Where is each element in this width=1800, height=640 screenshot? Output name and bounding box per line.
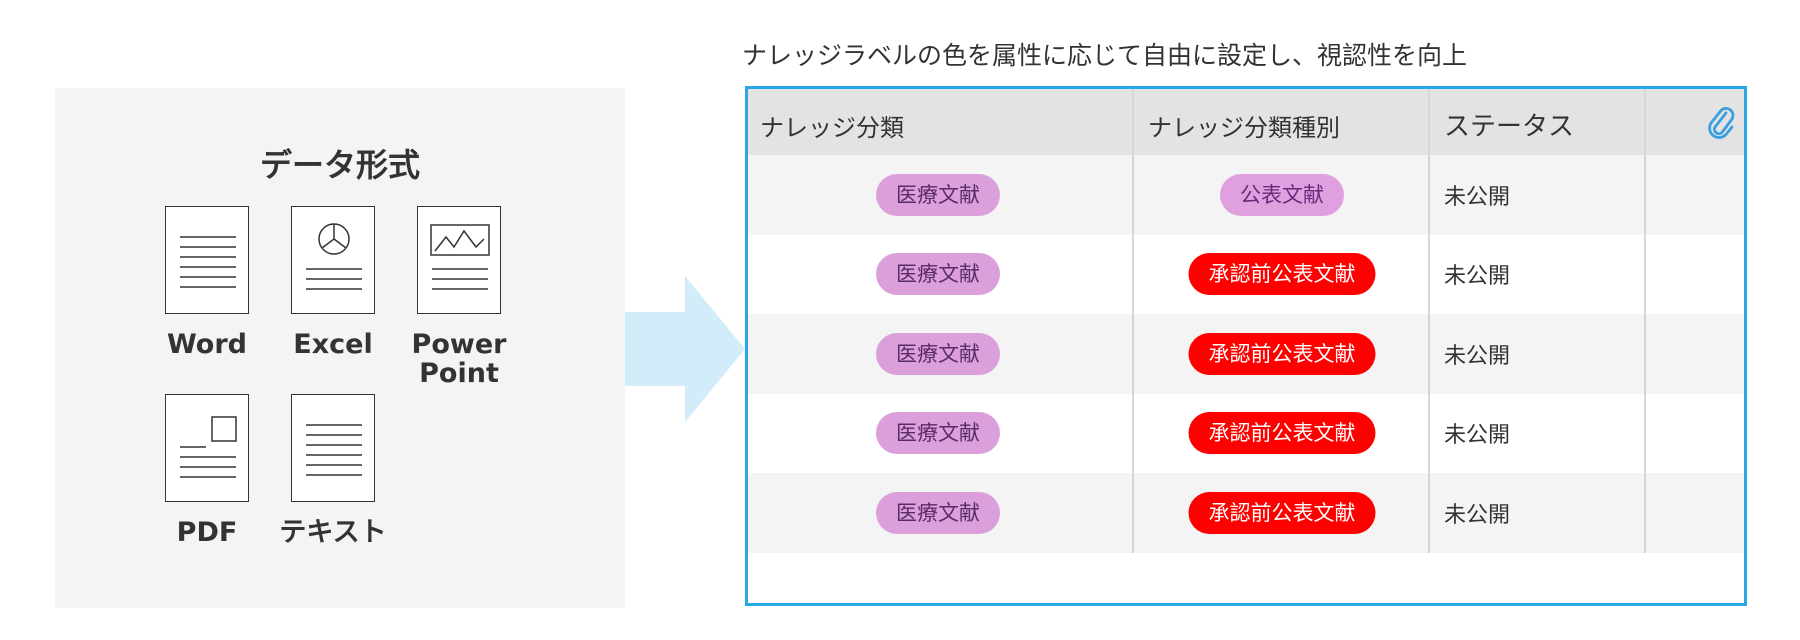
cell-category: 医療文献 — [748, 473, 1134, 553]
table-row[interactable]: 医療文献 承認前公表文献 未公開 — [748, 234, 1744, 315]
pdf-doc-icon — [165, 394, 249, 502]
category-badge[interactable]: 医療文献 — [876, 412, 1000, 455]
cell-status: 未公開 — [1430, 473, 1646, 553]
cell-category-type: 承認前公表文献 — [1134, 234, 1430, 314]
cell-status: 未公開 — [1430, 234, 1646, 314]
header-knowledge-category-type[interactable]: ナレッジ分類種別 — [1134, 89, 1430, 155]
caption-text: ナレッジラベルの色を属性に応じて自由に設定し、視認性を向上 — [742, 41, 1468, 70]
cell-category-type: 公表文献 — [1134, 155, 1430, 235]
powerpoint-label: Power Point — [389, 330, 529, 388]
header-status[interactable]: ステータス — [1430, 89, 1646, 155]
cell-status: 未公開 — [1430, 393, 1646, 473]
category-type-badge[interactable]: 公表文献 — [1220, 173, 1344, 216]
category-type-badge[interactable]: 承認前公表文献 — [1188, 253, 1376, 296]
status-text: 未公開 — [1444, 502, 1511, 528]
category-badge[interactable]: 医療文献 — [876, 173, 1000, 216]
cell-status: 未公開 — [1430, 314, 1646, 394]
knowledge-table: ナレッジ分類 ナレッジ分類種別 ステータス 医療文献公表文献未公開医療文献承認前… — [745, 86, 1747, 606]
table-row[interactable]: 医療文献 承認前公表文献 未公開 — [748, 473, 1744, 553]
category-badge[interactable]: 医療文献 — [876, 491, 1000, 534]
powerpoint-label-line1: Power — [411, 329, 507, 360]
pdf-label: PDF — [176, 517, 238, 548]
right-arrow-icon — [625, 276, 745, 422]
panel-title: データ形式 — [259, 146, 420, 184]
category-type-badge[interactable]: 承認前公表文献 — [1188, 412, 1376, 455]
header-attachment[interactable] — [1646, 89, 1744, 155]
cell-attachment[interactable] — [1646, 394, 1744, 474]
status-text: 未公開 — [1444, 423, 1511, 449]
cell-attachment[interactable] — [1646, 473, 1744, 553]
cell-attachment[interactable] — [1646, 235, 1744, 315]
status-text: 未公開 — [1444, 343, 1511, 369]
cell-category-type: 承認前公表文献 — [1134, 314, 1430, 394]
table-row[interactable]: 医療文献 承認前公表文献 未公開 — [748, 314, 1744, 394]
data-format-panel: データ形式 Word Excel — [55, 88, 625, 608]
powerpoint-label-line2: Point — [419, 358, 499, 389]
cell-category: 医療文献 — [748, 155, 1134, 235]
status-text: 未公開 — [1444, 264, 1511, 290]
category-type-badge[interactable]: 承認前公表文献 — [1188, 332, 1376, 375]
word-label: Word — [166, 329, 247, 360]
text-doc-icon — [291, 394, 375, 502]
excel-doc-icon — [291, 206, 375, 314]
cell-attachment[interactable] — [1646, 155, 1744, 235]
cell-category: 医療文献 — [748, 234, 1134, 314]
cell-status: 未公開 — [1430, 155, 1646, 235]
category-type-badge[interactable]: 承認前公表文献 — [1188, 491, 1376, 534]
header-knowledge-category[interactable]: ナレッジ分類 — [748, 89, 1134, 155]
text-label: テキスト — [279, 517, 387, 548]
category-badge[interactable]: 医療文献 — [876, 332, 1000, 375]
table-row[interactable]: 医療文献 承認前公表文献 未公開 — [748, 393, 1744, 474]
cell-category-type: 承認前公表文献 — [1134, 393, 1430, 473]
powerpoint-doc-icon — [417, 206, 501, 314]
cell-category: 医療文献 — [748, 314, 1134, 394]
cell-attachment[interactable] — [1646, 314, 1744, 394]
word-doc-icon — [165, 206, 249, 314]
table-row[interactable]: 医療文献 公表文献 未公開 — [748, 155, 1744, 235]
table-header-row: ナレッジ分類 ナレッジ分類種別 ステータス — [748, 89, 1744, 157]
cell-category-type: 承認前公表文献 — [1134, 473, 1430, 553]
excel-label: Excel — [293, 329, 373, 360]
status-text: 未公開 — [1444, 184, 1511, 210]
paperclip-icon — [1708, 107, 1735, 139]
cell-category: 医療文献 — [748, 393, 1134, 473]
category-badge[interactable]: 医療文献 — [876, 253, 1000, 296]
